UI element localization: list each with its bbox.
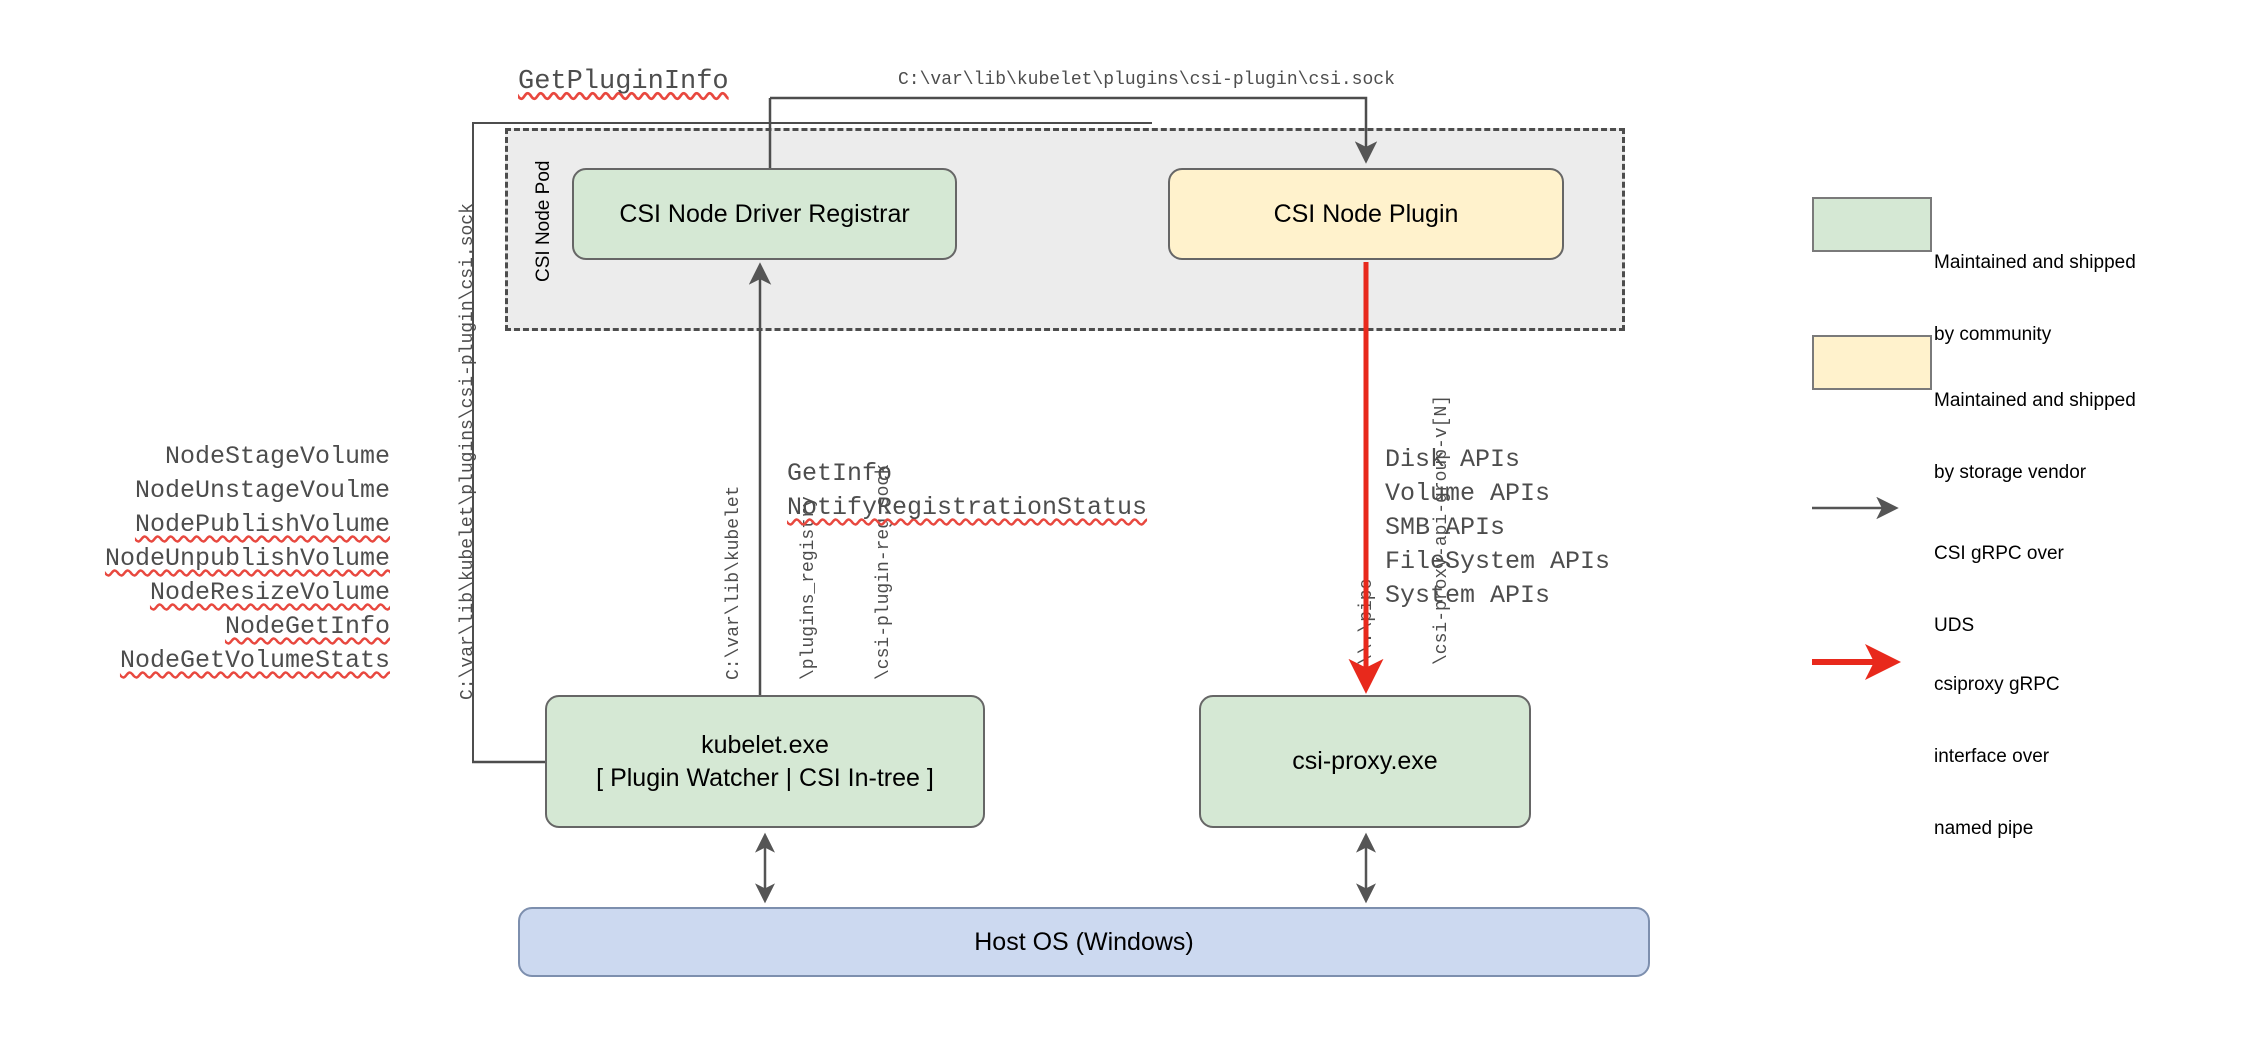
node-csi-node-driver-registrar-label: CSI Node Driver Registrar xyxy=(619,199,910,228)
node-api-item: NodeResizeVolume xyxy=(149,578,390,607)
node-api-item: NodeStageVolume xyxy=(164,442,390,471)
legend-line: Maintained and shipped xyxy=(1934,390,2136,411)
legend-label-csi-grpc-uds: CSI gRPC over UDS xyxy=(1934,494,2064,686)
named-pipe-line: \\.\pipe xyxy=(1357,578,1377,665)
legend-line: interface over xyxy=(1934,746,2050,767)
registration-call-item: GetInfo xyxy=(787,459,893,488)
csi-proxy-api-item: FileSystem APIs xyxy=(1385,547,1611,576)
legend-line: named pipe xyxy=(1934,818,2034,839)
legend-label-vendor: Maintained and shipped by storage vendor xyxy=(1934,341,2136,533)
csi-proxy-api-item: System APIs xyxy=(1385,581,1551,610)
node-host-os[interactable]: Host OS (Windows) xyxy=(518,907,1650,977)
node-kubelet-exe-label: kubelet.exe xyxy=(701,730,829,759)
csi-sock-path-top-label: C:\var\lib\kubelet\plugins\csi-plugin\cs… xyxy=(898,70,1395,90)
node-csi-proxy-exe-label: csi-proxy.exe xyxy=(1292,747,1438,775)
node-host-os-label: Host OS (Windows) xyxy=(974,927,1194,956)
plugin-registry-socket-line: C:\var\lib\kubelet xyxy=(724,485,744,680)
legend-line: by storage vendor xyxy=(1934,462,2087,483)
registration-call-item: NotifyRegistrationStatus xyxy=(787,493,1148,522)
legend-swatch-community xyxy=(1812,197,1932,252)
node-csi-proxy-exe[interactable]: csi-proxy.exe xyxy=(1199,695,1531,828)
node-api-list: NodeStageVolume NodeUnstageVoulme NodePu… xyxy=(100,440,390,678)
node-api-item: NodeGetInfo xyxy=(224,612,390,641)
legend-line: CSI gRPC over xyxy=(1934,543,2064,564)
node-api-item: NodeUnpublishVolume xyxy=(104,544,390,573)
legend-line: by community xyxy=(1934,324,2052,345)
csi-proxy-api-item: SMB APIs xyxy=(1385,513,1506,542)
csi-proxy-api-item: Volume APIs xyxy=(1385,479,1551,508)
node-api-item: NodeGetVolumeStats xyxy=(119,646,390,675)
legend-line: UDS xyxy=(1934,615,1975,636)
node-api-item: NodeUnstageVoulme xyxy=(134,476,390,505)
legend-swatch-vendor xyxy=(1812,335,1932,390)
legend-line: Maintained and shipped xyxy=(1934,252,2136,273)
csi-proxy-api-item: Disk APIs xyxy=(1385,445,1521,474)
get-plugin-info-label: GetPluginInfo xyxy=(518,67,729,97)
node-kubelet-exe-sublabel: [ Plugin Watcher | CSI In-tree ] xyxy=(596,763,934,792)
legend-label-csiproxy-grpc-pipe: csiproxy gRPC interface over named pipe xyxy=(1934,625,2060,889)
node-csi-node-driver-registrar[interactable]: CSI Node Driver Registrar xyxy=(572,168,957,260)
node-api-item: NodePublishVolume xyxy=(134,510,390,539)
csi-proxy-api-list: Disk APIs Volume APIs SMB APIs FileSyste… xyxy=(1385,443,1610,613)
registration-call-list: GetInfo NotifyRegistrationStatus xyxy=(787,457,1147,525)
node-csi-node-plugin-label: CSI Node Plugin xyxy=(1273,199,1459,228)
node-kubelet-exe[interactable]: kubelet.exe [ Plugin Watcher | CSI In-tr… xyxy=(545,695,985,828)
csi-node-pod-label: CSI Node Pod xyxy=(533,160,554,282)
legend-line: csiproxy gRPC xyxy=(1934,674,2060,695)
csi-sock-path-left-label: C:\var\lib\kubelet\plugins\csi-plugin\cs… xyxy=(458,203,478,700)
node-csi-node-plugin[interactable]: CSI Node Plugin xyxy=(1168,168,1564,260)
legend-label-community: Maintained and shipped by community xyxy=(1934,203,2136,395)
